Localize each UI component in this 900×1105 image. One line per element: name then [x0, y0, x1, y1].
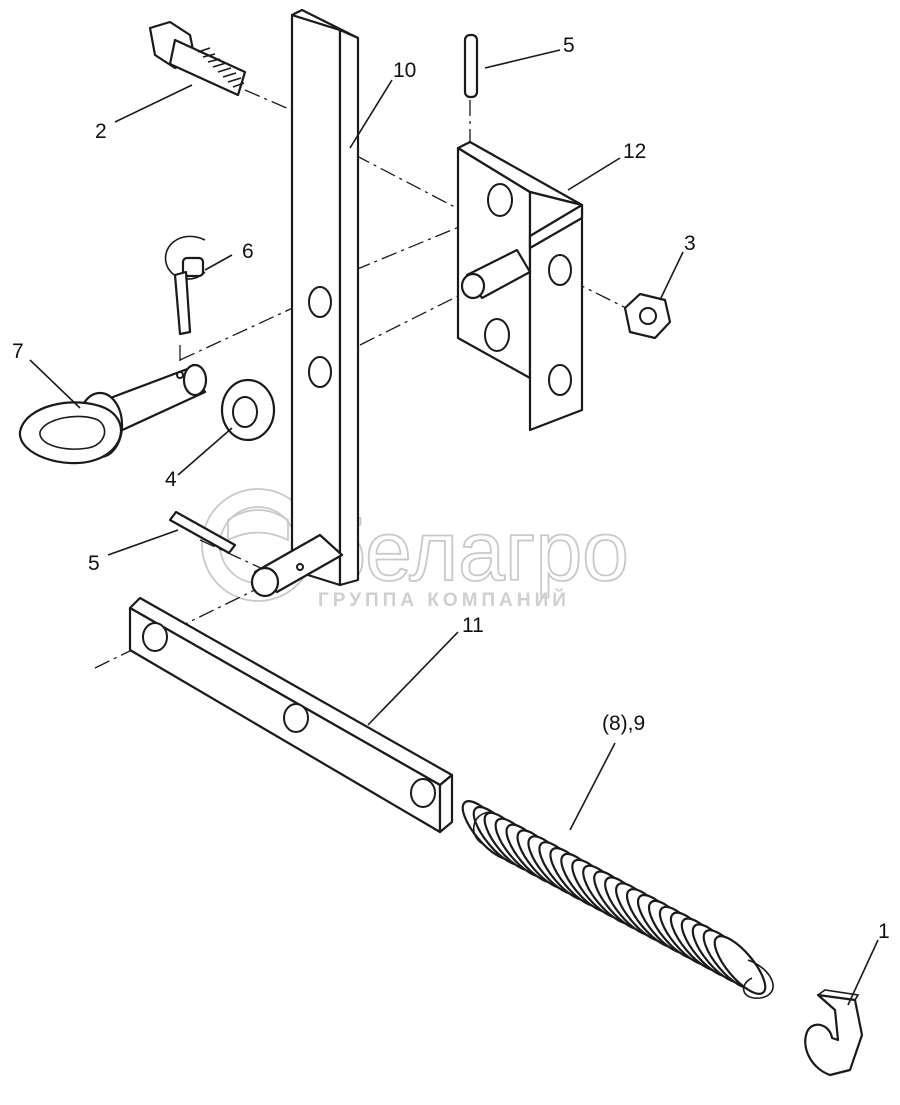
watermark-name: белагро: [318, 504, 629, 598]
part-8-9-spring: [461, 800, 774, 999]
label-11: 11: [462, 614, 484, 637]
part-7-handle-pin: [18, 363, 208, 465]
watermark: белагро ГРУППА КОМПАНИЙ: [201, 488, 630, 611]
spring-end-loop: [472, 811, 493, 846]
watermark-subtitle: ГРУППА КОМПАНИЙ: [318, 589, 570, 611]
part-12-angle-bracket: [456, 140, 584, 432]
label-10: 10: [393, 59, 416, 82]
label-5-top: 5: [563, 34, 575, 57]
label-7: 7: [12, 340, 24, 363]
label-6: 6: [242, 240, 254, 263]
item-labels: 2 5 10 12 3 6 7 4 5 11 (8),9 1: [12, 34, 890, 943]
label-2: 2: [95, 120, 107, 143]
part-6-spring-clip: [164, 235, 206, 336]
label-5-lower: 5: [88, 552, 100, 575]
label-1: 1: [878, 920, 890, 943]
label-3: 3: [684, 232, 696, 255]
part-4-washer: [220, 378, 276, 442]
spring-end-loop: [742, 959, 774, 999]
label-4: 4: [165, 468, 177, 491]
spring-coil: [713, 935, 767, 995]
leader-lines: [29, 49, 879, 1006]
part-10-vertical-bar: [250, 8, 360, 598]
label-12: 12: [623, 140, 646, 163]
part-2-bolt: [148, 20, 247, 97]
label-8-9: (8),9: [602, 712, 645, 735]
part-5-roll-pin-top: [463, 33, 479, 99]
part-1-hook: [804, 989, 864, 1077]
part-3-nut: [623, 292, 672, 340]
part-11-flat-bar: [128, 596, 454, 834]
part-5-roll-pin-lower: [168, 510, 237, 555]
